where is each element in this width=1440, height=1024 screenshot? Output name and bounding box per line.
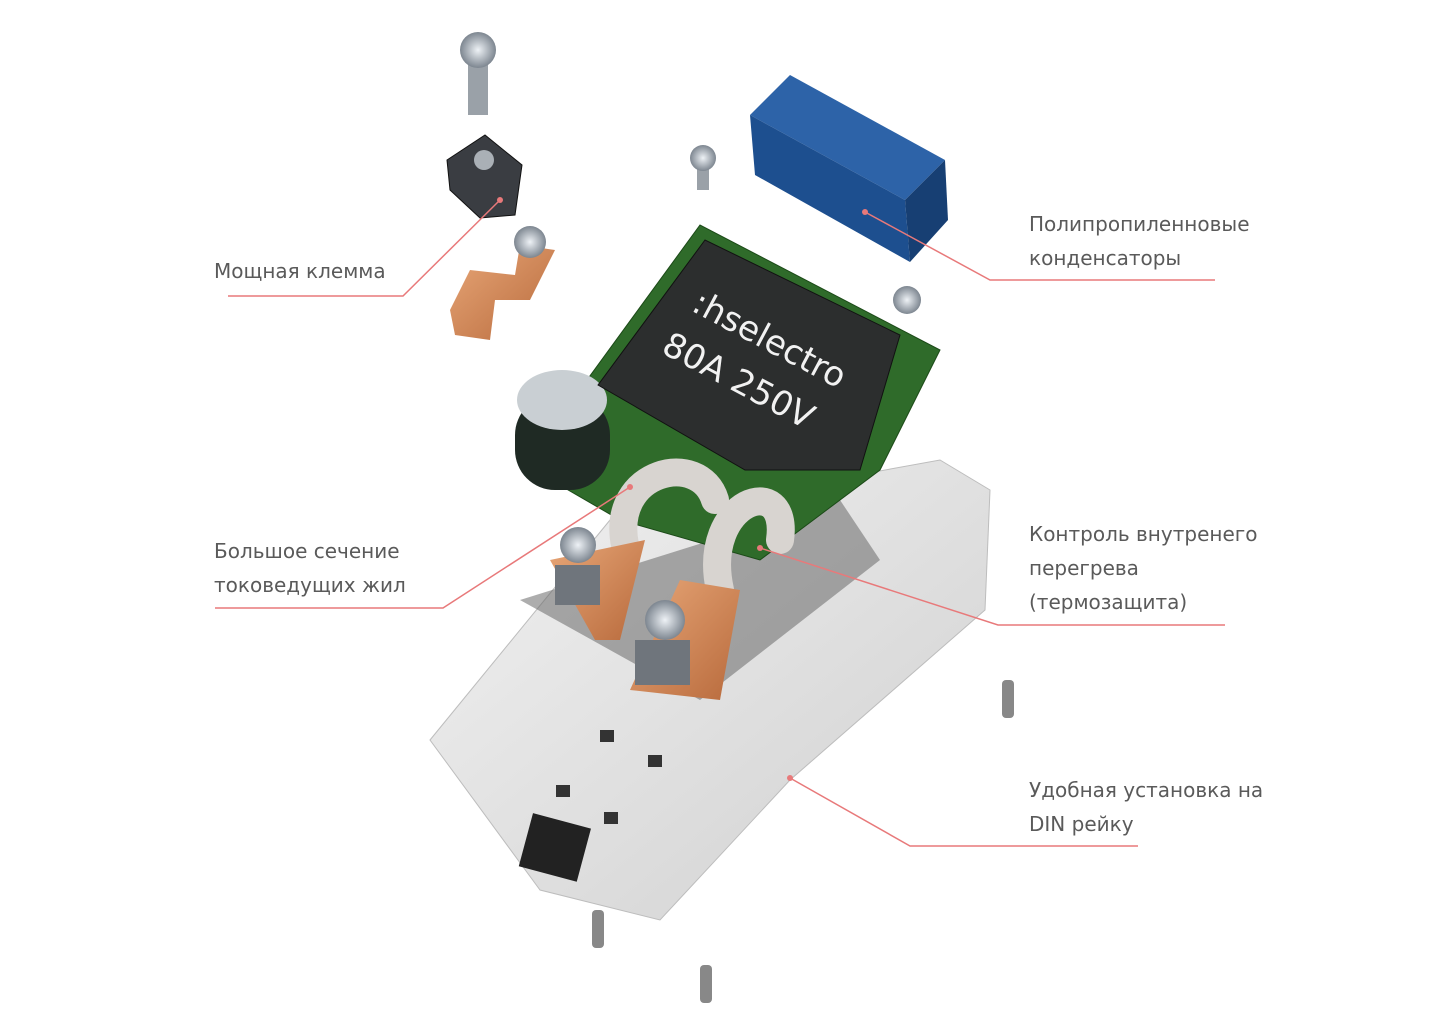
callout-text: перегрева (1029, 556, 1139, 580)
callout-din: Удобная установка на DIN рейку (1029, 773, 1263, 841)
film-capacitor (750, 75, 948, 262)
callout-text: Контроль внутренего (1029, 522, 1258, 546)
callout-text: Мощная клемма (214, 259, 386, 283)
inductor-block: :hselectro 80A 250V (597, 239, 901, 471)
callout-text: Большое сечение (214, 539, 400, 563)
callout-conductors: Большое сечение токоведущих жил (214, 534, 406, 602)
terminal-clamp (446, 134, 523, 219)
callout-text: Полипропиленновые (1029, 212, 1250, 236)
callout-capacitors: Полипропиленновые конденсаторы (1029, 207, 1250, 275)
screws (460, 32, 1014, 1003)
leader-dots (497, 197, 868, 781)
callout-text: (термозащита) (1029, 590, 1188, 614)
callout-text: Удобная установка на (1029, 778, 1264, 802)
callout-text: DIN рейку (1029, 812, 1134, 836)
callout-terminal: Мощная клемма (214, 254, 386, 288)
callout-text: токоведущих жил (214, 573, 406, 597)
callout-text: конденсаторы (1029, 246, 1182, 270)
callout-overheat: Контроль внутренего перегрева (термозащи… (1029, 517, 1258, 619)
conductor-loops (609, 458, 795, 604)
leader-lines (215, 199, 1225, 847)
electrolytic-capacitor (515, 370, 610, 490)
